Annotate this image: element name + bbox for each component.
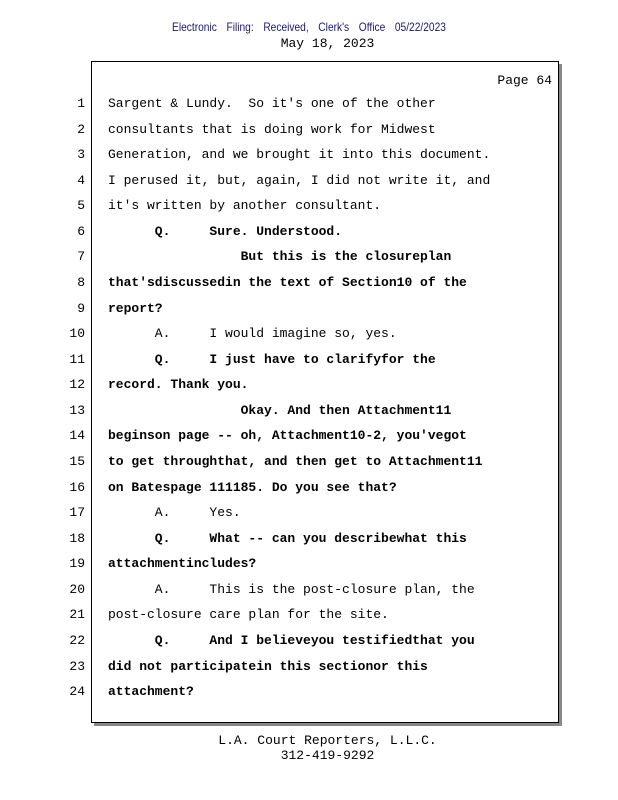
line-text: report? (108, 300, 163, 316)
line-text: A. Yes. (108, 505, 241, 521)
line-number: 3 (77, 147, 85, 163)
footer-phone: 312-419-9292 (280, 748, 375, 763)
line-text: A. This is the post-closure plan, the (108, 581, 475, 597)
line-number: 6 (77, 223, 85, 239)
line-number: 15 (69, 453, 85, 469)
line-text: it's written by another consultant. (108, 198, 382, 214)
line-number: 22 (69, 632, 85, 648)
line-number: 11 (69, 351, 85, 367)
line-text: Q. Sure. Understood. (108, 223, 343, 239)
line-text: Q. What -- can you describewhat this (108, 530, 467, 546)
page-number: Page 64 (497, 73, 552, 88)
transcript-page: Page 64 1 Sargent & Lundy. So it's one of… (69, 61, 559, 723)
line-number: 13 (69, 402, 85, 418)
line-number: 12 (69, 377, 85, 393)
line-text: consultants that is doing work for Midwe… (108, 121, 436, 137)
filing-stamp: Electronic Filing: Received, Clerk's Off… (172, 20, 446, 34)
line-text: to get throughthat, and then get to Atta… (108, 453, 483, 469)
line-number: 19 (69, 556, 85, 572)
line-text: Okay. And then Attachment11 (108, 402, 452, 418)
line-text: did not participatein this sectionor thi… (108, 658, 428, 674)
line-text: A. I would imagine so, yes. (108, 326, 397, 342)
line-text: Q. I just have to clarifyfor the (108, 351, 436, 367)
line-text: But this is the closureplan (108, 249, 452, 265)
line-number: 7 (77, 249, 85, 265)
line-text: Q. And I believeyou testifiedthat you (108, 632, 475, 648)
line-number: 8 (77, 274, 85, 290)
line-text: post-closure care plan for the site. (108, 607, 389, 623)
line-text: attachmentincludes? (108, 556, 257, 572)
line-text: on Batespage 111185. Do you see that? (108, 479, 397, 495)
line-text: beginson page -- oh, Attachment10-2, you… (108, 428, 467, 444)
line-text: that'sdiscussedin the text of Section10 … (108, 274, 467, 290)
line-text: Sargent & Lundy. So it's one of the othe… (108, 96, 436, 111)
transcript-date: May 18, 2023 (280, 36, 375, 51)
line-text: attachment? (108, 684, 194, 700)
footer-company: L.A. Court Reporters, L.L.C. (218, 733, 437, 748)
line-number: 24 (69, 684, 85, 700)
line-number: 18 (69, 530, 85, 546)
line-number: 4 (77, 172, 85, 188)
line-number: 9 (77, 300, 85, 316)
line-number: 23 (69, 658, 85, 674)
line-number: 21 (69, 607, 85, 623)
line-text: Generation, and we brought it into this … (108, 147, 491, 163)
line-number: 1 (77, 96, 85, 111)
line-number: 5 (77, 198, 85, 214)
line-number: 14 (69, 428, 85, 444)
line-number: 2 (77, 121, 85, 137)
line-number: 10 (69, 326, 85, 342)
line-text: I perused it, but, again, I did not writ… (108, 172, 491, 188)
line-text: record. Thank you. (108, 377, 249, 393)
line-number: 20 (69, 581, 85, 597)
line-number: 16 (69, 479, 85, 495)
line-number: 17 (69, 505, 85, 521)
